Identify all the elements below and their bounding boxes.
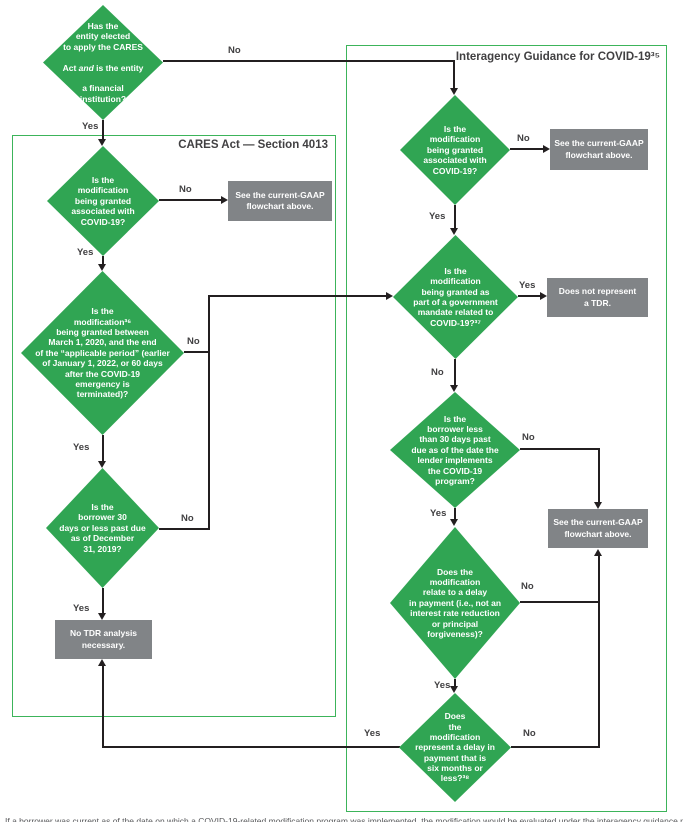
flow-line xyxy=(454,205,456,228)
edge-label-yes: Yes xyxy=(519,280,536,291)
flow-line xyxy=(102,435,104,461)
arrowhead-down xyxy=(98,139,106,146)
flow-line xyxy=(102,666,104,747)
edge-label-yes: Yes xyxy=(73,442,90,453)
arrowhead-down xyxy=(98,461,106,468)
interagency-section-box xyxy=(346,45,667,812)
arrowhead-right xyxy=(386,292,393,300)
flow-line xyxy=(208,295,210,530)
flow-line xyxy=(208,295,386,297)
flow-line xyxy=(102,256,104,264)
flow-line xyxy=(454,679,456,686)
arrowhead-right xyxy=(221,196,228,204)
flow-line xyxy=(520,448,600,450)
flow-line xyxy=(102,120,104,139)
arrowhead-down xyxy=(450,228,458,235)
flow-line xyxy=(102,746,400,748)
cares-act-section-box xyxy=(12,135,336,717)
edge-label-no: No xyxy=(522,432,535,443)
decision-text: Is the modification³⁶ being granted betw… xyxy=(35,306,170,400)
edge-label-no: No xyxy=(523,728,536,739)
flow-line xyxy=(598,448,600,502)
decision-cares-elected: Has the entity elected to apply the CARE… xyxy=(43,5,163,120)
decision-text: Is the modification being granted associ… xyxy=(71,175,135,227)
edge-label-no: No xyxy=(517,133,530,144)
flow-line xyxy=(163,60,455,62)
edge-label-yes: Yes xyxy=(82,121,99,132)
footnote-fragment: If a borrower was current as of the date… xyxy=(5,816,683,822)
flow-line xyxy=(102,588,104,613)
edge-label-yes: Yes xyxy=(77,247,94,258)
arrowhead-down xyxy=(98,264,106,271)
flow-line xyxy=(184,351,210,353)
flow-line xyxy=(598,556,600,748)
decision-text: Is the borrower 30 days or less past due… xyxy=(59,502,146,554)
arrowhead-down xyxy=(450,686,458,693)
arrowhead-down xyxy=(450,385,458,392)
decision-text: Has the entity elected to apply the CARE… xyxy=(62,21,144,104)
flow-line xyxy=(454,359,456,385)
edge-label-no: No xyxy=(187,336,200,347)
cares-act-section-title: CARES Act — Section 4013 xyxy=(178,139,328,151)
arrowhead-up xyxy=(594,549,602,556)
flow-line xyxy=(518,295,540,297)
edge-label-no: No xyxy=(431,367,444,378)
edge-label-yes: Yes xyxy=(73,603,90,614)
flow-line xyxy=(453,60,455,88)
flow-line xyxy=(159,199,221,201)
interagency-section-title: Interagency Guidance for COVID-19³⁵ xyxy=(455,51,660,63)
decision-text: Is the modification being granted as par… xyxy=(413,265,498,328)
result-no-tdr-necessary: No TDR analysis necessary. xyxy=(55,620,152,659)
edge-label-yes: Yes xyxy=(429,211,446,222)
arrowhead-right xyxy=(540,292,547,300)
decision-text: Is the borrower less than 30 days past d… xyxy=(411,413,499,486)
decision-text: Does the modification relate to a delay … xyxy=(408,566,502,639)
arrowhead-down xyxy=(450,88,458,95)
flow-line xyxy=(520,601,600,603)
edge-label-no: No xyxy=(228,45,241,56)
edge-label-no: No xyxy=(181,513,194,524)
decision-text: Does the modification represent a delay … xyxy=(415,711,495,784)
arrowhead-right xyxy=(543,145,550,153)
result-does-not-represent-tdr: Does not represent a TDR. xyxy=(547,278,648,317)
edge-label-yes: Yes xyxy=(430,508,447,519)
flow-line xyxy=(454,508,456,519)
arrowhead-down xyxy=(450,519,458,526)
result-see-gaap-interagency-mid: See the current-GAAP flowchart above. xyxy=(548,509,648,548)
flow-line xyxy=(511,746,600,748)
arrowhead-down xyxy=(594,502,602,509)
result-see-gaap-cares: See the current-GAAP flowchart above. xyxy=(228,181,332,221)
edge-label-no: No xyxy=(179,184,192,195)
flow-line xyxy=(510,148,543,150)
decision-text: Is the modification being granted associ… xyxy=(423,124,487,176)
edge-label-yes: Yes xyxy=(434,680,451,691)
edge-label-no: No xyxy=(521,581,534,592)
arrowhead-up xyxy=(98,659,106,666)
edge-label-yes: Yes xyxy=(364,728,381,739)
arrowhead-down xyxy=(98,613,106,620)
flow-line xyxy=(159,528,210,530)
result-see-gaap-interagency-top: See the current-GAAP flowchart above. xyxy=(550,129,648,170)
